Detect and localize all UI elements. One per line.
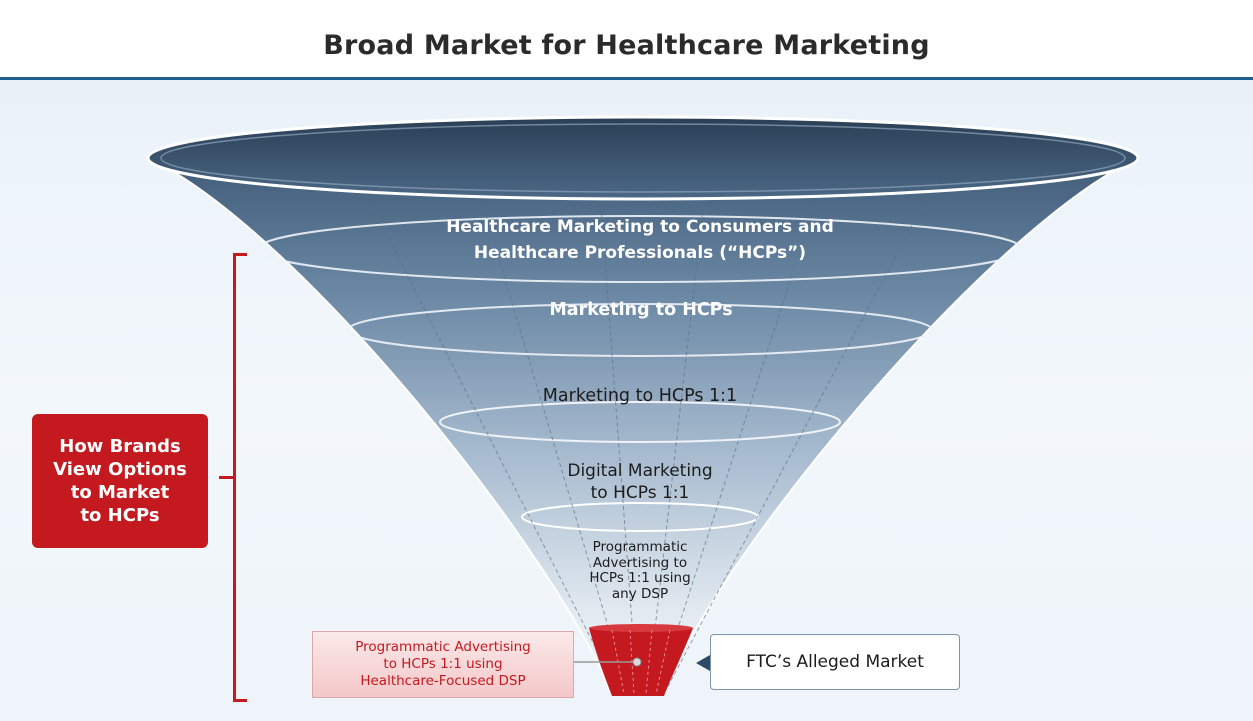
page-title: Broad Market for Healthcare Marketing [323,30,930,61]
bracket [233,253,247,702]
ftc-pointer-icon [696,655,710,671]
tier-divider [257,215,1023,283]
funnel-rim [146,115,1140,201]
tier-label-marketing-hcps-1to1: Marketing to HCPs 1:1 [542,386,738,406]
header-divider [0,77,1253,80]
dsp-connector-dot [632,657,642,667]
tier-label-programmatic-any-dsp: Programmatic Advertising to HCPs 1:1 usi… [589,539,691,602]
brands-callout: How Brands View Options to Market to HCP… [32,414,208,548]
tier-label-digital-marketing: Digital Marketing to HCPs 1:1 [567,461,713,503]
header: Broad Market for Healthcare Marketing [0,0,1253,80]
bracket-tick [219,476,233,479]
tier-label-consumers-hcps: Healthcare Marketing to Consumers and He… [446,217,834,263]
tier-label-marketing-hcps: Marketing to HCPs [549,300,733,320]
ftc-callout: FTC’s Alleged Market [710,634,960,690]
tier-divider [347,303,933,357]
tier-divider [439,401,841,443]
brands-callout-text: How Brands View Options to Market to HCP… [53,436,187,526]
funnel-rim-inner [160,123,1126,193]
dsp-callout-text: Programmatic Advertising to HCPs 1:1 usi… [355,639,531,689]
dsp-callout: Programmatic Advertising to HCPs 1:1 usi… [312,631,574,698]
funnel-guide-lines [359,181,936,691]
funnel-tip-top [589,624,693,632]
ftc-callout-text: FTC’s Alleged Market [746,652,924,672]
